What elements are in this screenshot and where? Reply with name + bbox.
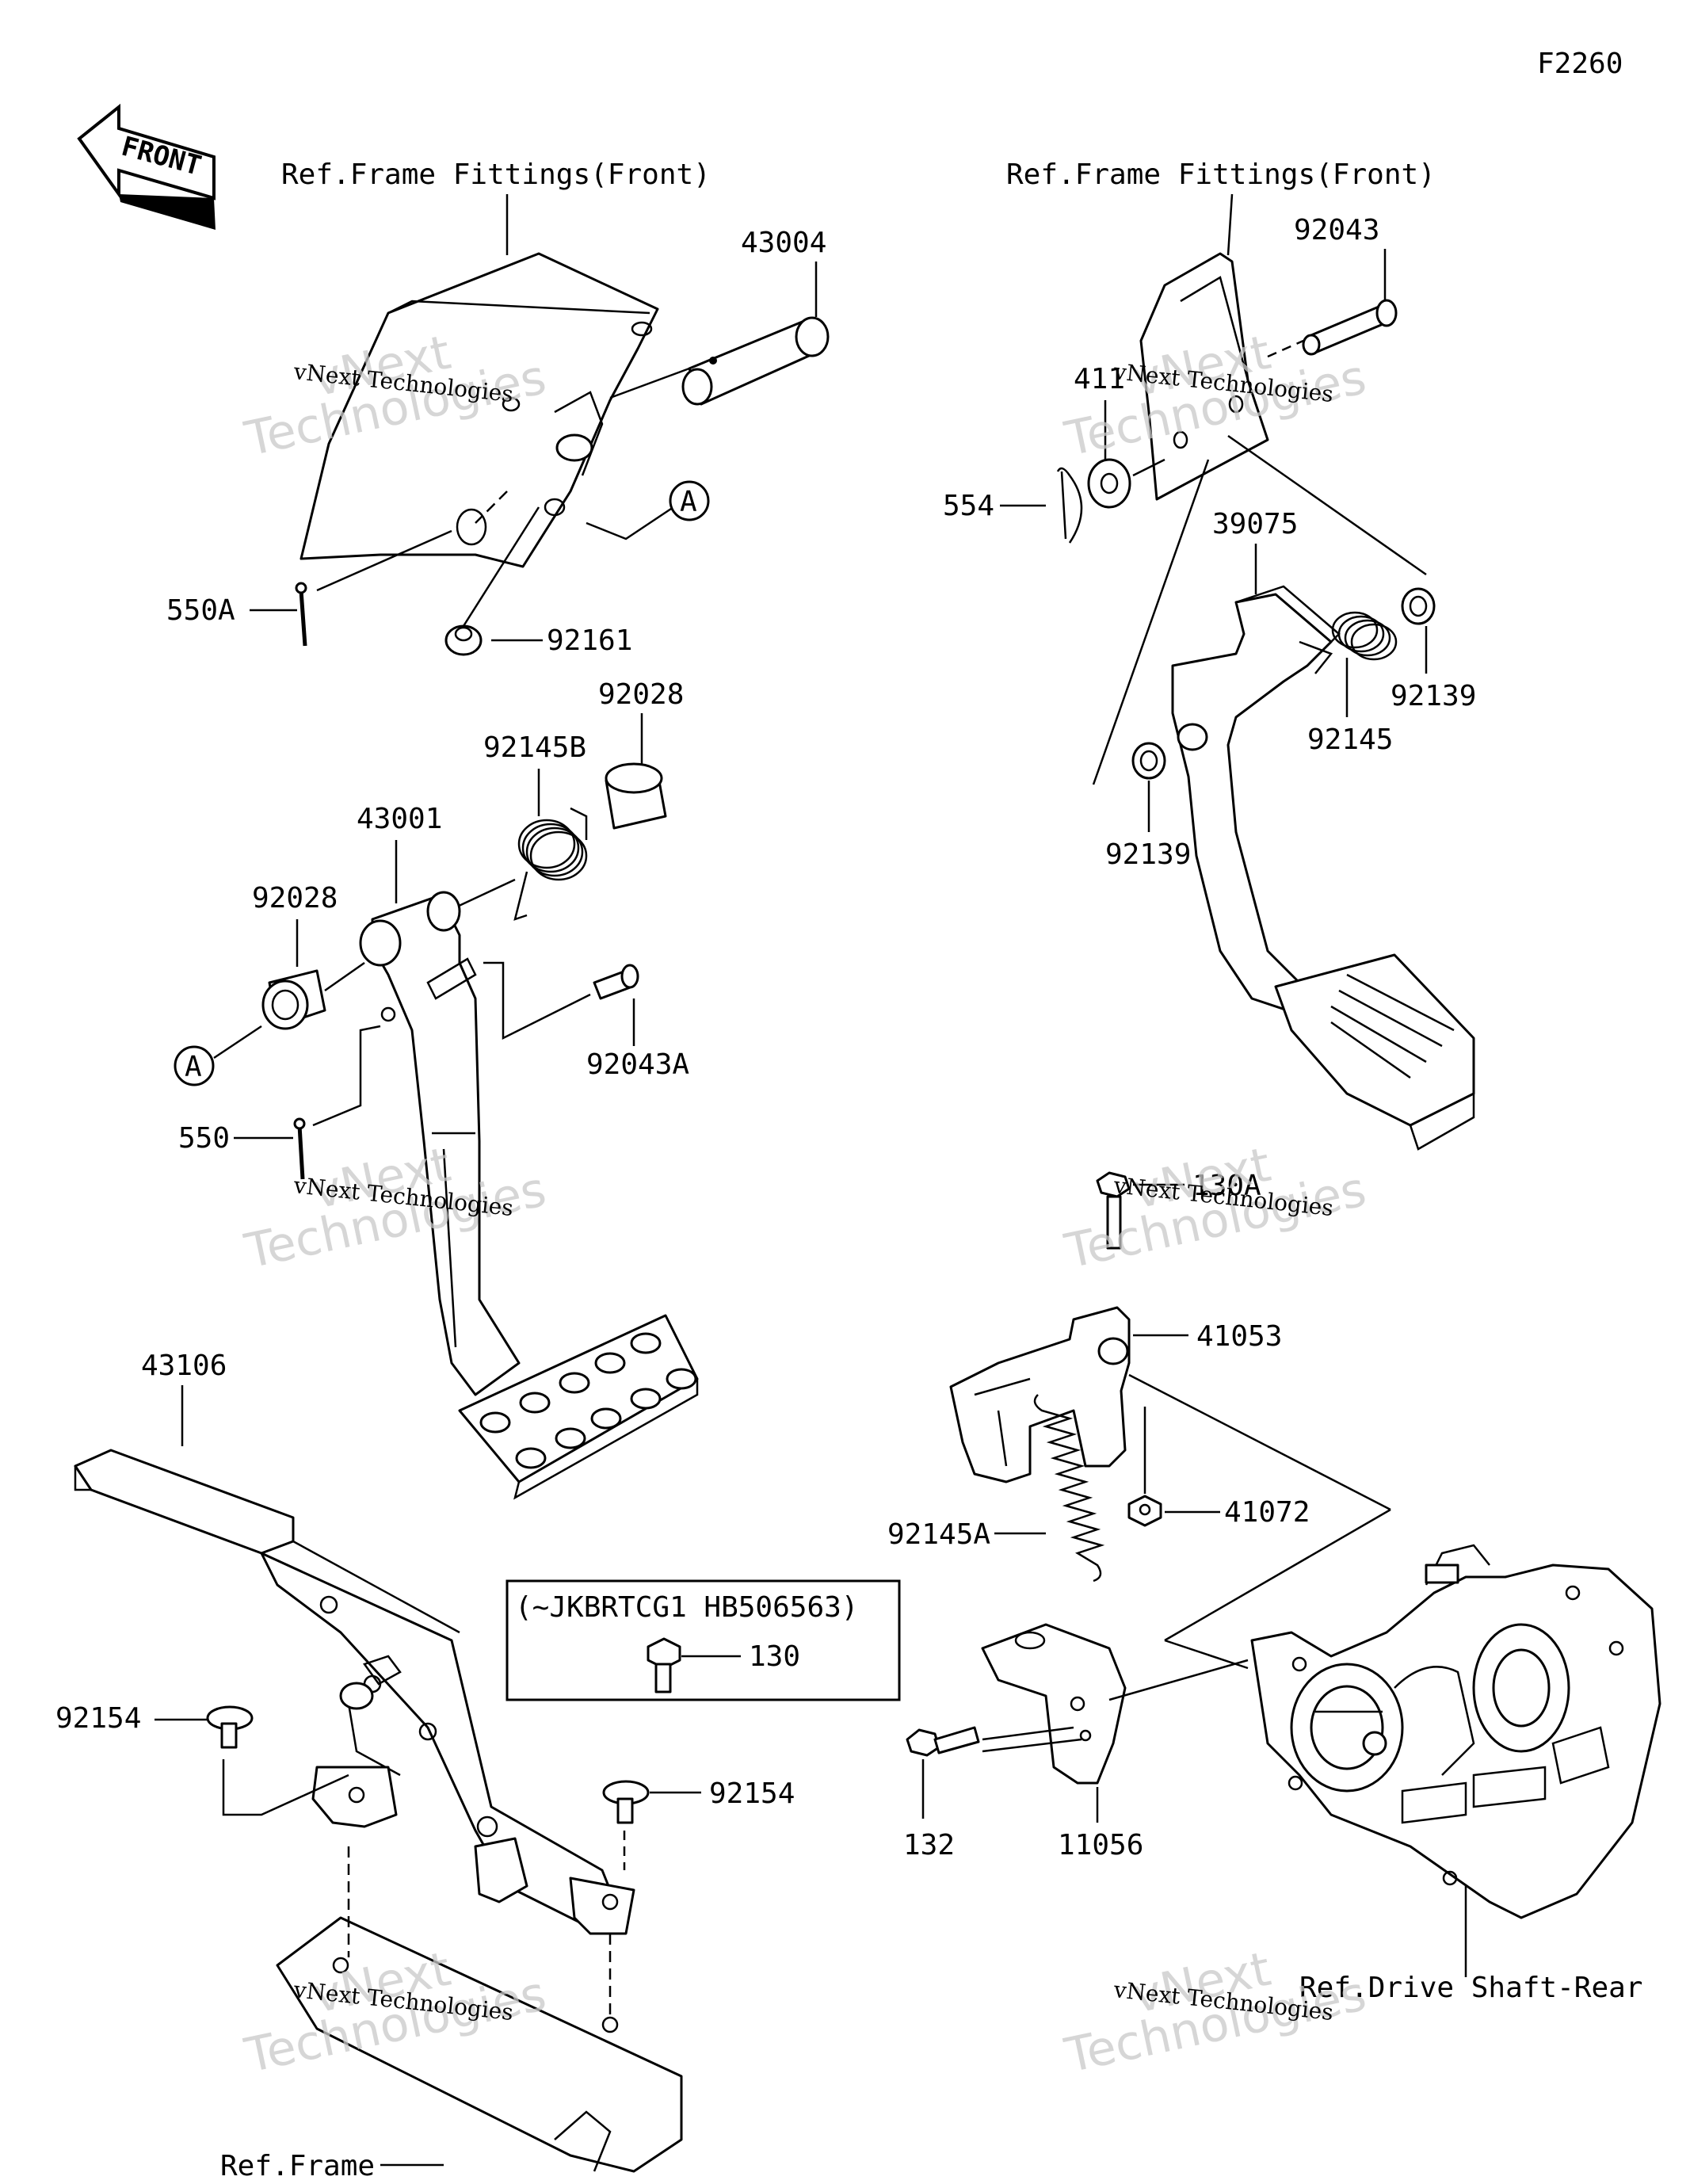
nut-41072 — [1127, 1495, 1162, 1527]
drive-housing — [1250, 1544, 1661, 1919]
bushing-92139-left — [1131, 742, 1166, 780]
part-92145b-label: 92145B — [483, 731, 586, 764]
pivot-pin-43004 — [681, 316, 830, 406]
ref-drive-shaft: Ref.Drive Shaft-Rear — [1299, 1972, 1642, 2004]
figure-id: F2260 — [1537, 48, 1623, 80]
part-43001-label: 43001 — [357, 803, 442, 835]
frame-bracket-left — [299, 252, 659, 568]
pin-92043 — [1302, 299, 1398, 356]
parking-brake-lever-43106 — [74, 1449, 635, 1935]
part-41072-label: 41072 — [1224, 1496, 1310, 1529]
clip-554 — [1056, 467, 1083, 544]
bolt-130 — [647, 1637, 681, 1693]
part-92145-label: 92145 — [1307, 724, 1393, 756]
cotter-pin-550a — [295, 582, 307, 647]
part-43106-label: 43106 — [141, 1350, 227, 1382]
part-92154-right-label: 92154 — [709, 1777, 795, 1810]
bushing-92028-top — [605, 762, 667, 830]
ref-frame-fittings-right: Ref.Frame Fittings(Front) — [1006, 158, 1436, 191]
ref-frame: Ref.Frame — [220, 2150, 375, 2182]
bolt-130a — [1096, 1171, 1131, 1250]
bushing-92139-right — [1401, 587, 1436, 625]
spring-92145a — [1033, 1394, 1105, 1583]
ref-frame-fittings-left: Ref.Frame Fittings(Front) — [281, 158, 711, 191]
washer-411 — [1087, 458, 1131, 509]
serial-note: (~JKBRTCG1 HB506563) — [515, 1591, 858, 1624]
switch-bracket-41053 — [949, 1306, 1131, 1483]
bracket-11056 — [981, 1623, 1127, 1785]
cotter-pin-550 — [293, 1117, 306, 1180]
bolt-132 — [906, 1726, 980, 1757]
spring-92145 — [1331, 611, 1398, 661]
part-550-label: 550 — [178, 1122, 230, 1155]
part-11056-label: 11056 — [1058, 1829, 1143, 1861]
part-554-label: 554 — [943, 490, 994, 522]
part-92145a-label: 92145A — [887, 1518, 990, 1551]
part-550a-label: 550A — [166, 594, 235, 627]
watermark-bottom-right: vNext Technologies vNext Technologies — [1060, 1942, 1371, 2084]
bushing-92028-left — [261, 969, 326, 1030]
callout-a-top-label: A — [680, 486, 697, 518]
part-92028-top-label: 92028 — [598, 678, 684, 711]
front-arrow-icon: FRONT — [77, 103, 216, 230]
part-92154-left-label: 92154 — [55, 1702, 141, 1735]
pin-92043a — [593, 964, 639, 1000]
nut-92161 — [444, 624, 483, 656]
throttle-pedal-pad — [1274, 953, 1475, 1151]
throttle-pedal-39075 — [1171, 585, 1341, 1016]
callout-a-top — [669, 480, 710, 521]
frame-bracket-right — [1139, 252, 1269, 501]
watermark-mid-right: vNext Technologies vNext Technologies — [1060, 1137, 1371, 1280]
serial-note-box — [505, 1579, 901, 1701]
part-92139-right-label: 92139 — [1391, 680, 1476, 712]
part-41053-label: 41053 — [1196, 1320, 1282, 1353]
part-39075-label: 39075 — [1212, 508, 1298, 540]
part-92161-label: 92161 — [547, 624, 632, 657]
bolt-92154-left — [206, 1705, 254, 1749]
part-132-label: 132 — [903, 1829, 955, 1861]
brake-pedal-43001 — [359, 891, 521, 1396]
part-130a-label: 130A — [1192, 1170, 1261, 1202]
part-411-label: 411 — [1074, 363, 1125, 395]
part-43004-label: 43004 — [741, 227, 826, 259]
part-92028-left-label: 92028 — [252, 882, 338, 914]
part-92139-left-label: 92139 — [1105, 838, 1191, 871]
callout-a-mid-label: A — [185, 1051, 202, 1083]
frame-bottom-left — [276, 1916, 683, 2173]
callout-a-mid — [174, 1045, 215, 1086]
part-92043a-label: 92043A — [586, 1048, 689, 1081]
brake-pedal-pad — [458, 1314, 699, 1500]
watermark-mid-left: vNext Technologies vNext Technologies — [240, 1137, 551, 1280]
bolt-92154-right — [602, 1780, 650, 1824]
part-130-label: 130 — [749, 1640, 800, 1673]
spring-92145b — [513, 807, 588, 921]
part-92043-label: 92043 — [1294, 214, 1379, 246]
